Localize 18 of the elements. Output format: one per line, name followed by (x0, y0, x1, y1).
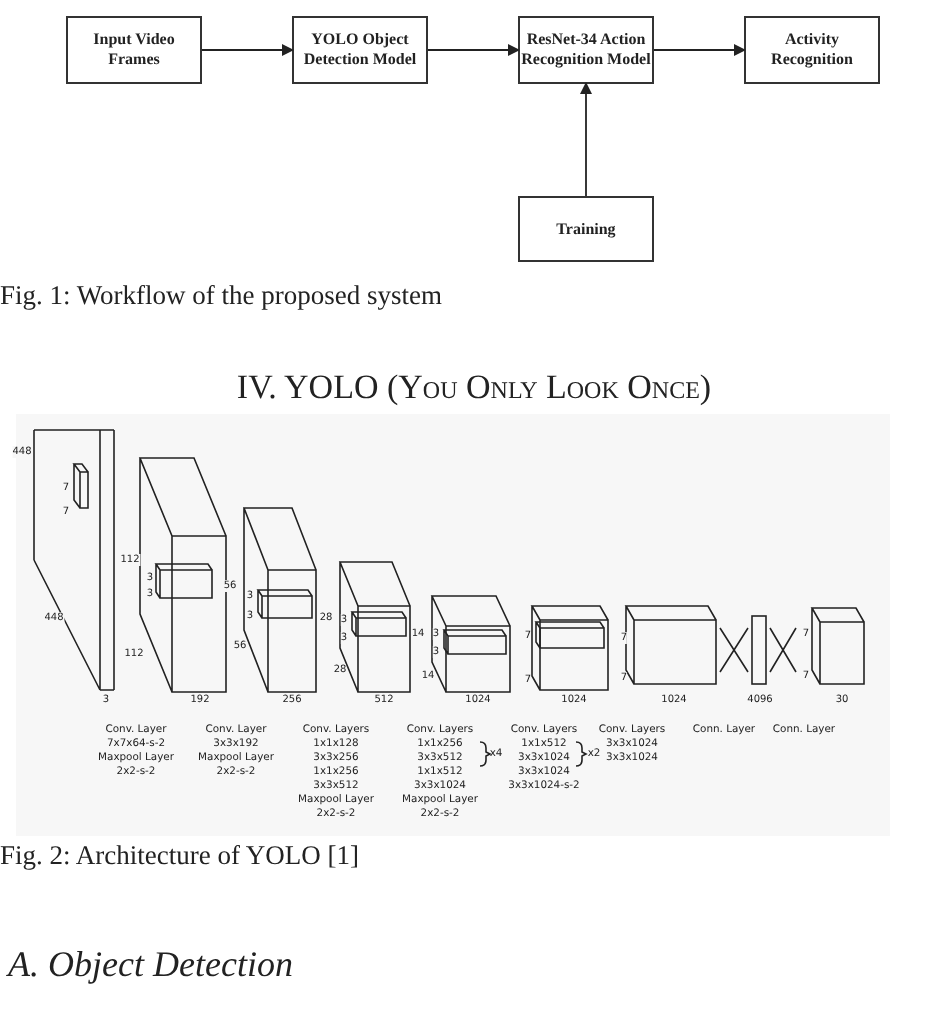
process-box (518, 196, 654, 262)
subsection-heading: A. Object Detection (4, 942, 295, 988)
section-heading: IV. YOLO (You Only Look Once) (236, 368, 712, 408)
process-box (744, 16, 880, 84)
arrow (580, 82, 592, 197)
figure-caption: Fig. 1: Workflow of the proposed system (0, 280, 443, 312)
arrow (201, 44, 294, 56)
arrow (427, 44, 520, 56)
process-box (518, 16, 654, 84)
figure-caption: Fig. 2: Architecture of YOLO [1] (0, 840, 359, 872)
box-label: Training (556, 219, 616, 239)
process-box (292, 16, 428, 84)
arrow (653, 44, 746, 56)
box-label: YOLO Object Detection Model (301, 30, 419, 70)
process-box (66, 16, 202, 84)
box-label: Activity Recognition (769, 30, 855, 70)
box-label: ResNet-34 Action Recognition Model (520, 30, 652, 70)
box-label: Input Video Frames (91, 30, 177, 70)
